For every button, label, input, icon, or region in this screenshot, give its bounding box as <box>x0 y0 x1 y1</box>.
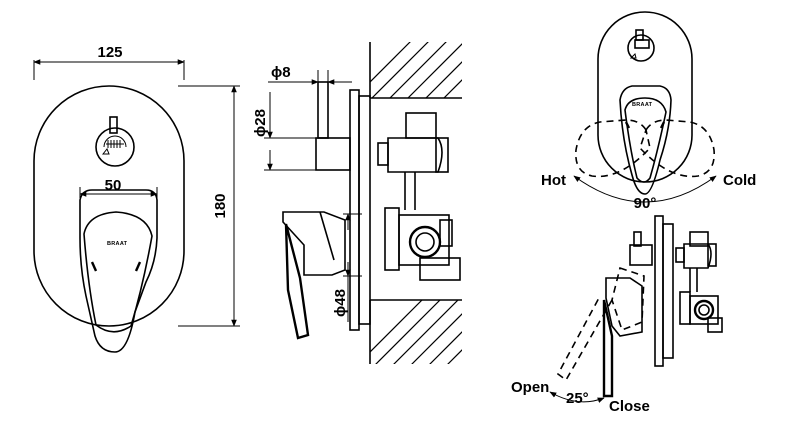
mixer-lever <box>79 189 158 353</box>
flow-angle-label: 25° <box>566 390 589 407</box>
diverter-knob <box>95 127 135 167</box>
cover-plate-small <box>597 11 693 183</box>
body-diameter-label: ϕ48 <box>332 289 349 317</box>
spindle-diameter-label: ϕ8 <box>271 64 291 81</box>
wall-section <box>369 42 462 364</box>
dimension-body: ϕ48 <box>332 213 362 322</box>
dimension-plate-width: 125 <box>33 44 185 80</box>
lever-closed-position <box>605 277 643 337</box>
hot-label: Hot <box>541 172 566 189</box>
dimension-plate-height: 180 <box>178 85 240 327</box>
lever-width-label: 50 <box>105 177 122 194</box>
lever-hot-position <box>575 119 651 178</box>
rotation-view: BRAAT Hot Cold 90° <box>541 11 756 212</box>
rotation-angle-label: 90° <box>634 195 657 212</box>
lever-cold-position <box>639 119 715 178</box>
diverter-knob-side <box>315 137 351 171</box>
svg-text:BRAAT: BRAAT <box>632 102 653 108</box>
dimension-spindle: ϕ8 <box>268 64 352 90</box>
plate-height-label: 180 <box>212 193 229 218</box>
rotation-arc <box>573 175 717 203</box>
valve-body <box>377 112 461 281</box>
diverter-stem <box>109 116 118 134</box>
side-section-view: ϕ8 ϕ28 ϕ48 <box>252 42 462 364</box>
dimension-lever-width: 50 <box>79 177 158 198</box>
front-view: BRAAT 125 50 180 <box>33 44 240 353</box>
valve-body-small <box>675 231 723 333</box>
plate-profile <box>349 89 360 331</box>
mixer-lever-side <box>282 211 346 276</box>
dimension-cap: ϕ28 <box>252 92 318 171</box>
close-label: Close <box>609 398 650 415</box>
open-close-view: Open Close 25° <box>511 215 723 415</box>
cover-plate <box>33 85 185 327</box>
brand-logo-front: BRAAT <box>107 241 128 247</box>
open-label: Open <box>511 379 549 396</box>
flow-arc <box>549 391 605 403</box>
cold-label: Cold <box>723 172 756 189</box>
lever-center-position <box>619 85 672 195</box>
cap-diameter-label: ϕ28 <box>252 109 269 137</box>
plate-width-label: 125 <box>97 44 122 61</box>
